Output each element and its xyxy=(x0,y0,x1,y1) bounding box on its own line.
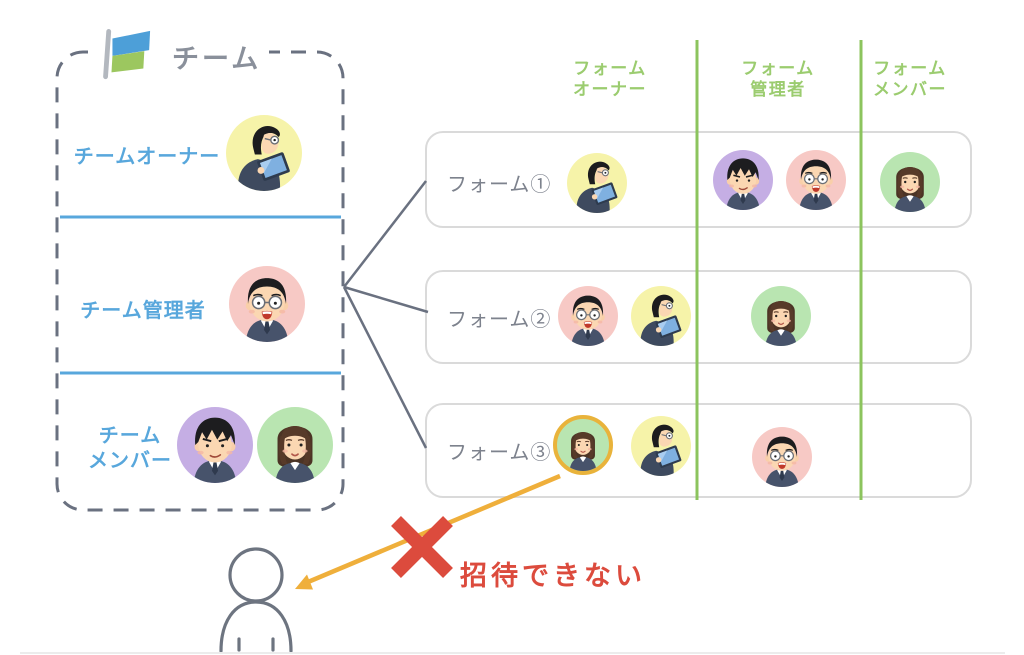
form3-label: フォーム③ xyxy=(447,442,552,464)
glasses-man-icon xyxy=(558,286,618,346)
young-man-icon xyxy=(177,407,253,483)
column-header-form-owner: フォーム オーナー xyxy=(573,59,647,99)
team-owner-label: チームオーナー xyxy=(73,146,221,168)
form2-row xyxy=(425,270,972,364)
tablet-man-icon xyxy=(631,286,691,346)
person-outline-icon xyxy=(219,547,293,653)
tablet-man-icon xyxy=(567,153,627,213)
glasses-man-icon xyxy=(786,150,846,210)
team-admin-label: チーム管理者 xyxy=(80,300,206,322)
team-member-label: チーム メンバー xyxy=(88,425,172,472)
woman-icon xyxy=(880,152,940,212)
tablet-man-icon xyxy=(631,416,691,476)
woman-icon xyxy=(751,286,811,346)
red-x-icon xyxy=(391,516,453,578)
form2-label: フォーム② xyxy=(447,309,552,331)
flag-icon xyxy=(94,26,156,82)
team-to-forms-connectors xyxy=(342,180,429,449)
glasses-man-icon xyxy=(229,266,305,342)
form1-label: フォーム① xyxy=(447,174,552,196)
column-header-form-admin: フォーム 管理者 xyxy=(741,59,815,99)
cannot-invite-label: 招待できない xyxy=(460,561,646,591)
woman-icon xyxy=(257,407,333,483)
team-box-title: チーム xyxy=(164,37,270,76)
tablet-man-icon xyxy=(226,115,302,191)
woman-icon-highlighted xyxy=(553,415,613,475)
young-man-icon xyxy=(713,150,773,210)
glasses-man-icon xyxy=(752,427,812,487)
column-header-form-member: フォーム メンバー xyxy=(873,59,947,99)
